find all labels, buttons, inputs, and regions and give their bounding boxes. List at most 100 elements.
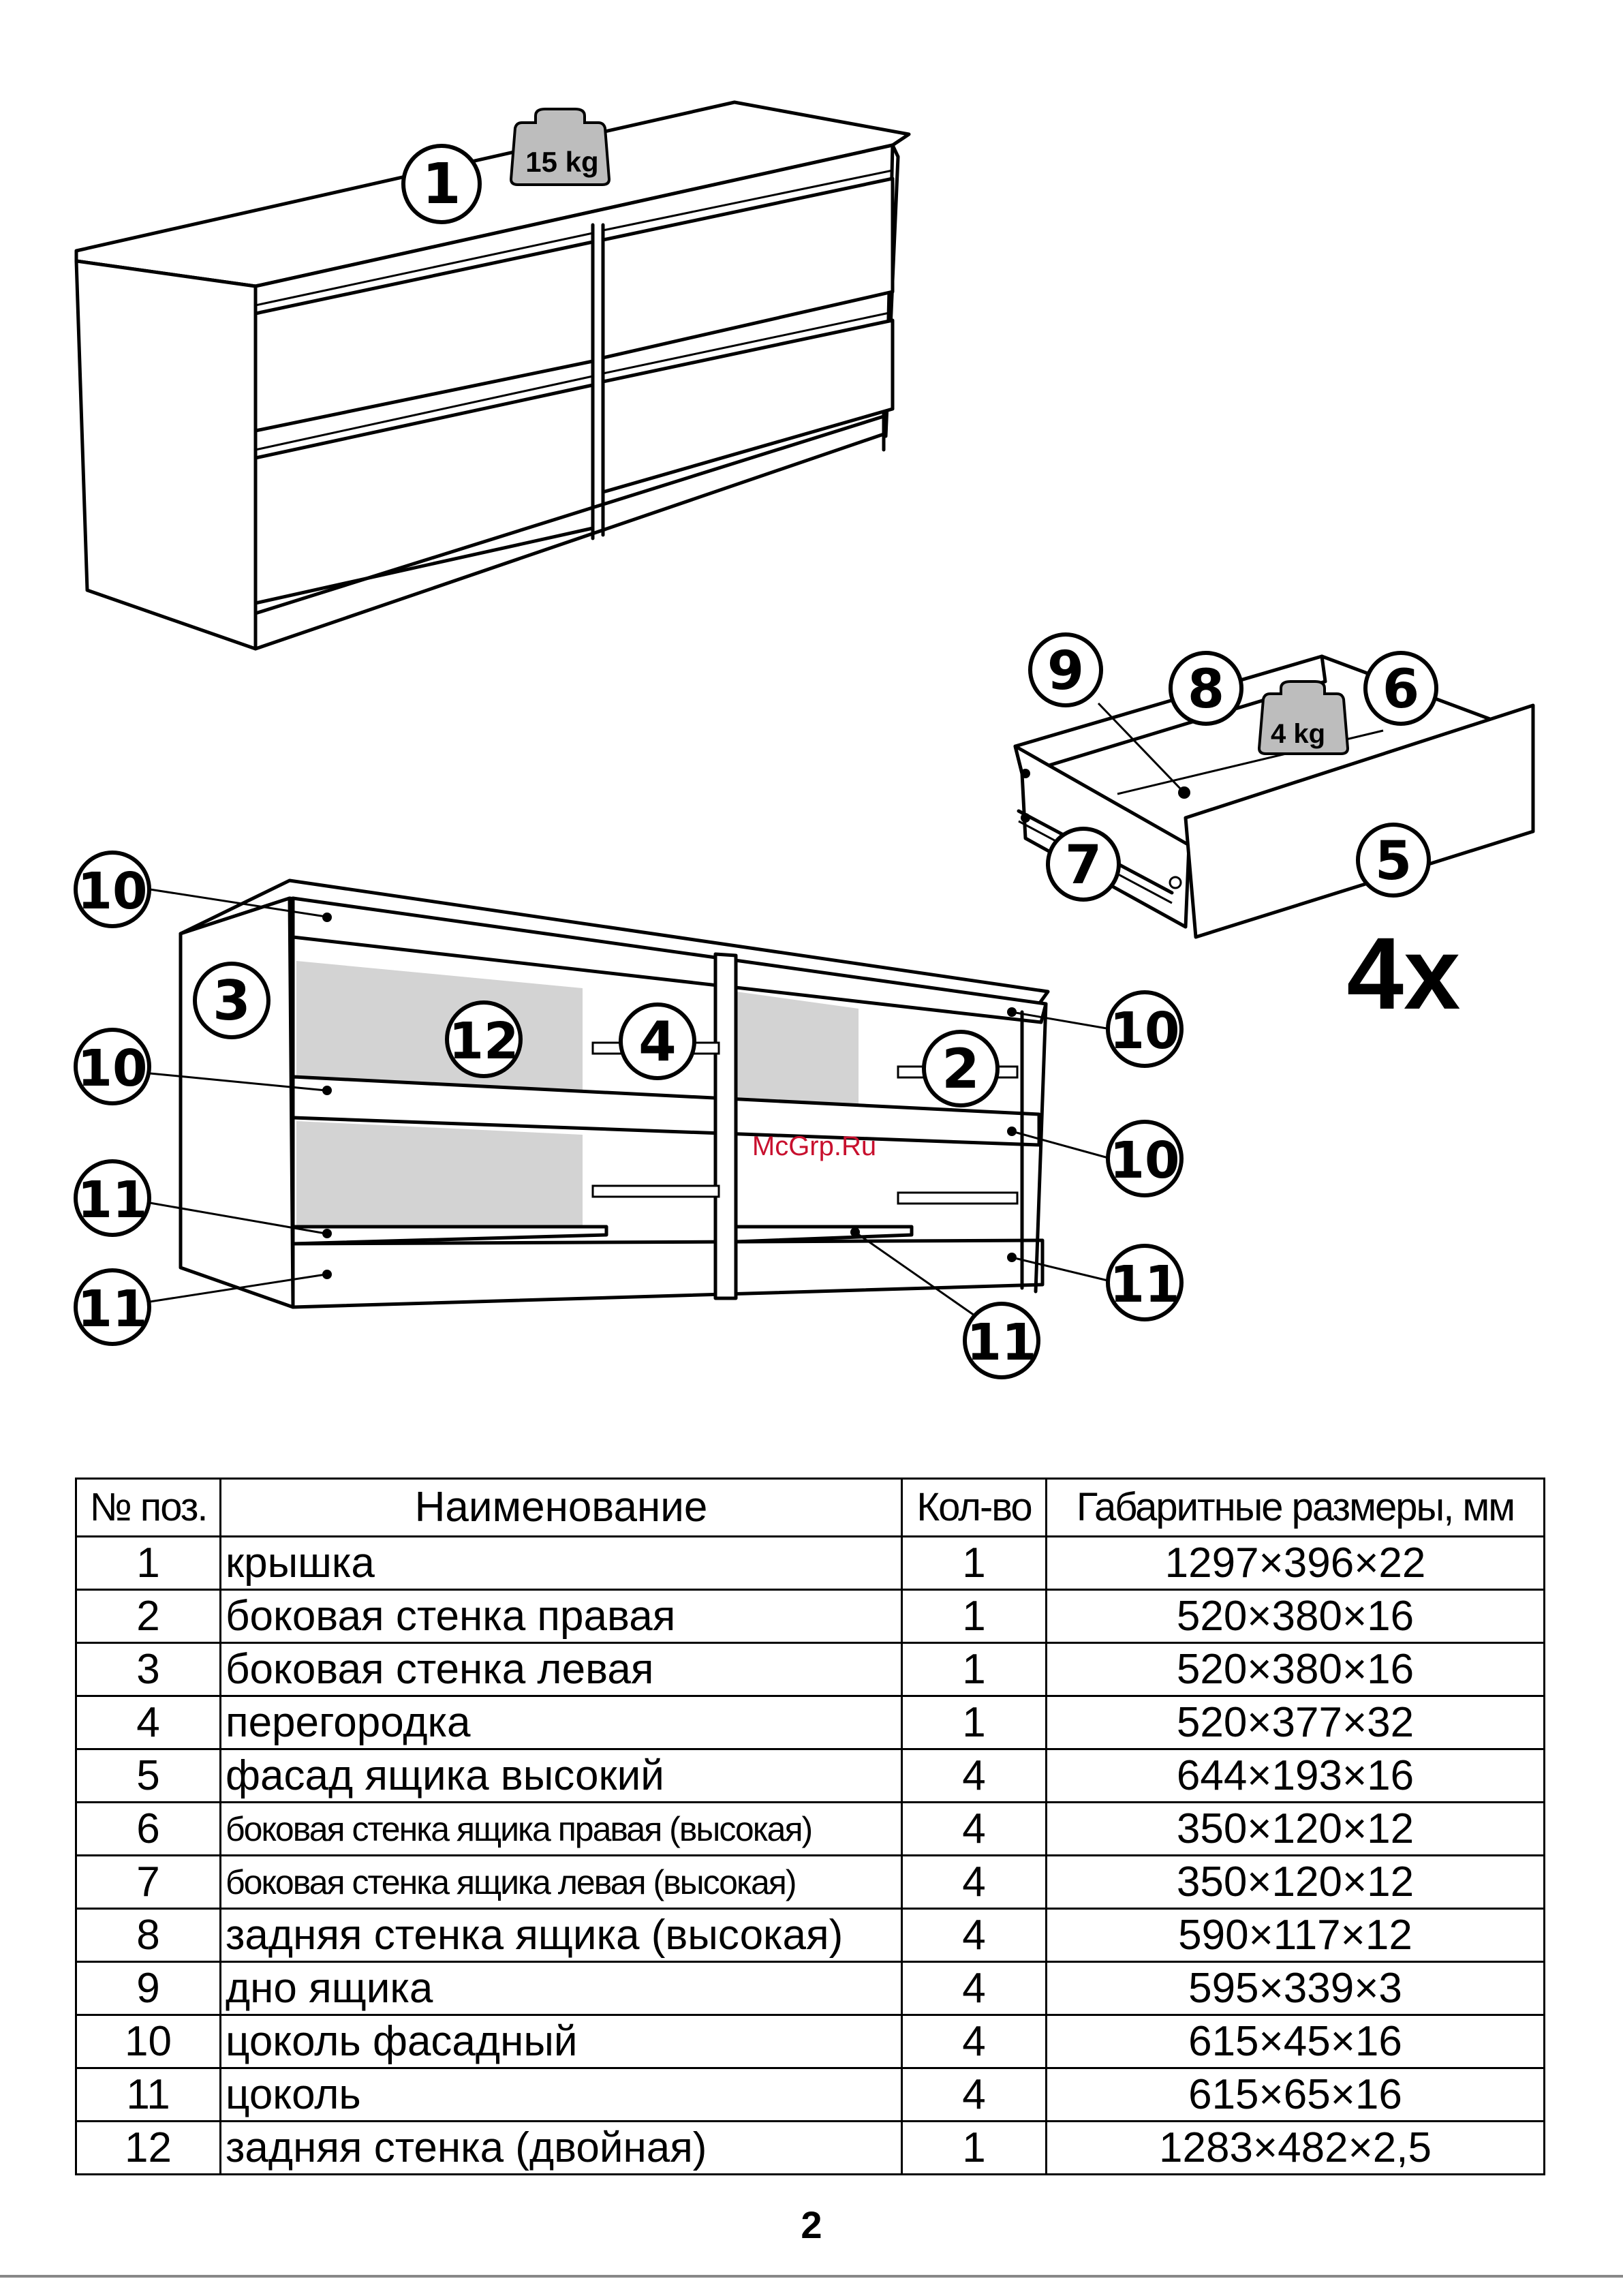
callout-1: 1 [401, 144, 482, 224]
cell-position: 7 [75, 1854, 221, 1910]
callout-12: 12 [445, 1000, 523, 1078]
table-row: 4 перегородка 1 520×377×32 [75, 1695, 1545, 1750]
cell-position: 2 [75, 1589, 221, 1644]
svg-text:6: 6 [1382, 659, 1419, 720]
carcass-frame-drawing [149, 878, 1111, 1317]
cell-name: дно ящика [219, 1961, 903, 2016]
callout-11-right: 11 [1106, 1244, 1184, 1321]
cell-quantity: 4 [901, 1854, 1047, 1910]
cell-quantity: 1 [901, 1642, 1047, 1697]
cell-dimensions: 520×380×16 [1045, 1589, 1545, 1644]
svg-text:2: 2 [942, 1037, 980, 1101]
callout-3: 3 [193, 962, 270, 1039]
cell-name: фасад ящика высокий [219, 1748, 903, 1803]
svg-text:5: 5 [1375, 831, 1412, 892]
cell-name: цоколь [219, 2067, 903, 2122]
cell-name: задняя стенка ящика (высокая) [219, 1908, 903, 1963]
table-row: 5 фасад ящика высокий 4 644×193×16 [75, 1748, 1545, 1803]
cell-position: 8 [75, 1908, 221, 1963]
cell-position: 11 [75, 2067, 221, 2122]
cell-quantity: 4 [901, 1961, 1047, 2016]
cell-quantity: 4 [901, 2014, 1047, 2069]
cell-position: 6 [75, 1801, 221, 1856]
cell-position: 9 [75, 1961, 221, 2016]
cell-quantity: 1 [901, 1695, 1047, 1750]
cell-quantity: 4 [901, 1801, 1047, 1856]
table-row: 9 дно ящика 4 595×339×3 [75, 1961, 1545, 2016]
cell-dimensions: 595×339×3 [1045, 1961, 1545, 2016]
callout-11-bottom-center: 11 [963, 1302, 1040, 1379]
header-name: Наименование [219, 1478, 903, 1537]
header-dimensions: Габаритные размеры, мм [1045, 1478, 1545, 1537]
table-row: 11 цоколь 4 615×65×16 [75, 2067, 1545, 2122]
table-row: 3 боковая стенка левая 1 520×380×16 [75, 1642, 1545, 1697]
callout-5: 5 [1356, 823, 1431, 898]
page-number: 2 [801, 2203, 822, 2246]
cell-dimensions: 615×65×16 [1045, 2067, 1545, 2122]
table-header-row: № поз. Наименование Кол-во Габаритные ра… [75, 1478, 1545, 1537]
cell-position: 5 [75, 1748, 221, 1803]
cell-dimensions: 520×377×32 [1045, 1695, 1545, 1750]
cell-dimensions: 350×120×12 [1045, 1801, 1545, 1856]
table-row: 8 задняя стенка ящика (высокая) 4 590×11… [75, 1908, 1545, 1963]
header-position: № поз. [75, 1478, 221, 1537]
cell-position: 12 [75, 2120, 221, 2175]
svg-text:11: 11 [78, 1171, 148, 1229]
callout-10-top-left: 10 [74, 851, 151, 928]
weight-icon-4kg: 4 kg [1257, 680, 1350, 755]
callout-11-lower-left: 11 [74, 1268, 151, 1346]
table-row: 12 задняя стенка (двойная) 1 1283×482×2,… [75, 2120, 1545, 2175]
cell-dimensions: 520×380×16 [1045, 1642, 1545, 1697]
watermark-text: McGrp.Ru [752, 1131, 876, 1161]
cell-quantity: 4 [901, 1748, 1047, 1803]
table-row: 7 боковая стенка ящика левая (высокая) 4… [75, 1854, 1545, 1910]
callout-10-mid-left: 10 [74, 1028, 151, 1105]
weight-label-4kg: 4 kg [1271, 719, 1325, 749]
cell-dimensions: 590×117×12 [1045, 1908, 1545, 1963]
weight-label-15kg: 15 kg [525, 146, 598, 178]
weight-icon-15kg: 15 kg [509, 108, 611, 186]
cell-name: боковая стенка левая [219, 1642, 903, 1697]
svg-text:11: 11 [1110, 1255, 1180, 1314]
drawer-quantity-label: 4x [1347, 916, 1461, 1030]
cell-dimensions: 350×120×12 [1045, 1854, 1545, 1910]
cell-position: 10 [75, 2014, 221, 2069]
table-row: 1 крышка 1 1297×396×22 [75, 1535, 1545, 1591]
cell-name: задняя стенка (двойная) [219, 2120, 903, 2175]
table-row: 10 цоколь фасадный 4 615×45×16 [75, 2014, 1545, 2069]
header-quantity: Кол-во [901, 1478, 1047, 1537]
cell-position: 3 [75, 1642, 221, 1697]
cell-name: крышка [219, 1535, 903, 1591]
callout-10-mid-right: 10 [1106, 1120, 1184, 1197]
svg-text:12: 12 [449, 1012, 519, 1071]
svg-text:10: 10 [78, 1039, 148, 1098]
assembled-dresser-drawing [74, 100, 911, 651]
cell-quantity: 1 [901, 1535, 1047, 1591]
table-row: 2 боковая стенка правая 1 520×380×16 [75, 1589, 1545, 1644]
callout-9: 9 [1028, 632, 1103, 707]
svg-text:11: 11 [78, 1280, 148, 1338]
page-bottom-divider [0, 2275, 1623, 2278]
cell-name: перегородка [219, 1695, 903, 1750]
callout-8: 8 [1169, 651, 1243, 726]
svg-text:4: 4 [638, 1010, 677, 1073]
svg-text:10: 10 [1110, 1131, 1180, 1190]
svg-text:7: 7 [1065, 835, 1102, 896]
callout-10-top-right: 10 [1106, 990, 1184, 1068]
cell-quantity: 1 [901, 2120, 1047, 2175]
callout-2: 2 [922, 1030, 1000, 1107]
cell-name: боковая стенка правая [219, 1589, 903, 1644]
svg-text:8: 8 [1188, 659, 1224, 720]
cell-position: 4 [75, 1695, 221, 1750]
svg-text:3: 3 [213, 969, 251, 1032]
cell-dimensions: 1283×482×2,5 [1045, 2120, 1545, 2175]
svg-text:11: 11 [967, 1313, 1037, 1372]
cell-name: боковая стенка ящика левая (высокая) [219, 1854, 903, 1910]
cell-dimensions: 644×193×16 [1045, 1748, 1545, 1803]
cell-quantity: 4 [901, 1908, 1047, 1963]
callout-4: 4 [619, 1002, 696, 1080]
cell-position: 1 [75, 1535, 221, 1591]
callout-6: 6 [1363, 651, 1438, 726]
svg-text:1: 1 [422, 152, 461, 217]
parts-table: № поз. Наименование Кол-во Габаритные ра… [75, 1478, 1545, 2175]
